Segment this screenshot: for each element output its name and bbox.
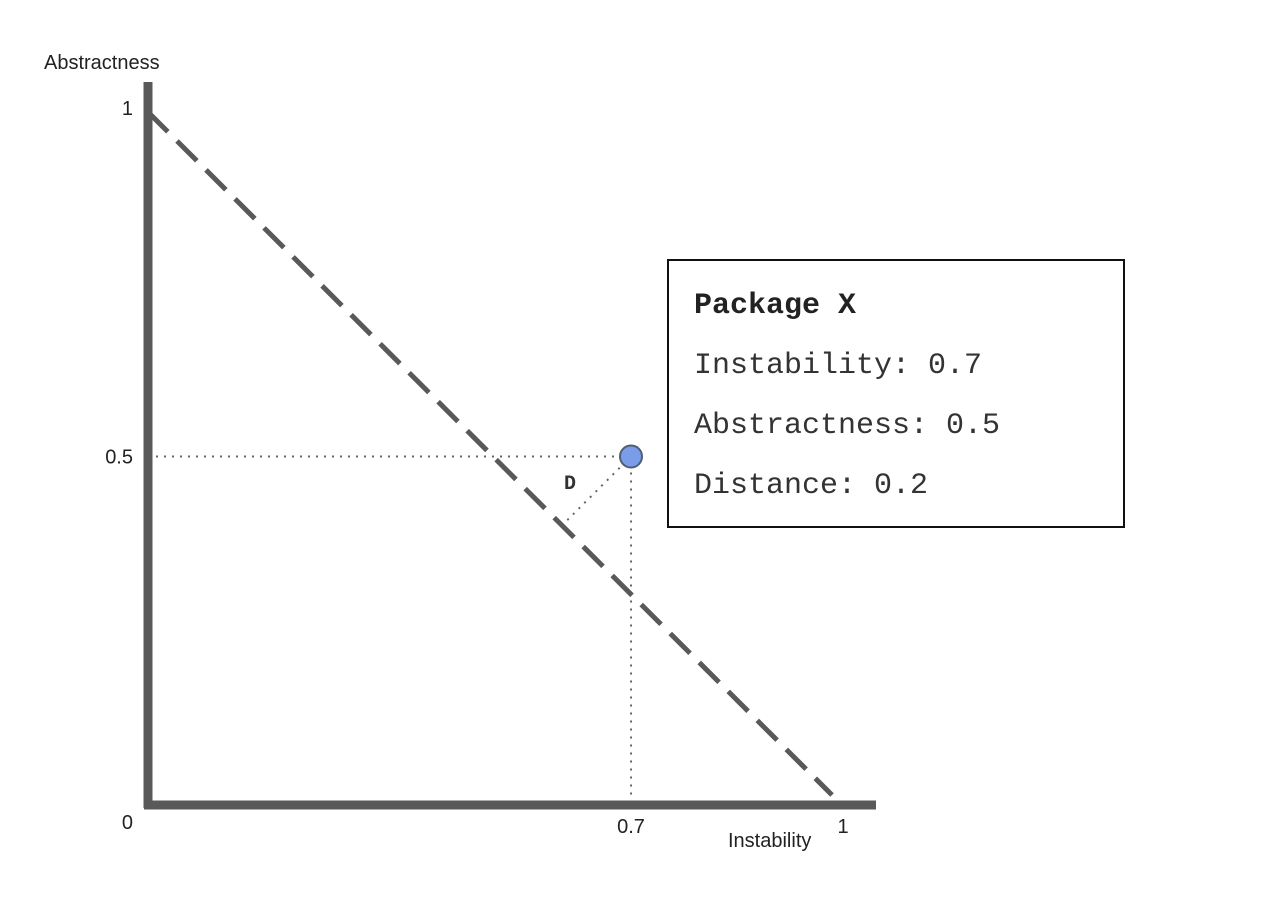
x-tick-label: 1 (837, 816, 848, 838)
abstractness-value: Abstractness: 0.5 (694, 409, 1001, 443)
package-point[interactable] (619, 444, 643, 469)
instability-value: Instability: 0.7 (694, 349, 983, 383)
y-tick-label: 0.5 (105, 447, 133, 469)
distance-value: Distance: 0.2 (694, 469, 929, 503)
distance-guide-line (561, 455, 632, 527)
y-tick-label: 1 (122, 98, 133, 120)
guide-lines (156, 455, 632, 800)
main-sequence-line (146, 110, 834, 797)
y-tick-label: 0 (122, 812, 133, 834)
axes (143, 82, 876, 810)
distance-label: D (564, 473, 576, 496)
tick-labels: 0 0.5 1 0.7 1 (105, 98, 848, 838)
package-info-box: Package X Instability: 0.7 Abstractness:… (667, 259, 1125, 528)
package-name: Package X (694, 289, 857, 323)
x-axis-label: Instability (728, 830, 811, 852)
y-axis-label: Abstractness (44, 52, 160, 74)
x-tick-label: 0.7 (617, 816, 645, 838)
